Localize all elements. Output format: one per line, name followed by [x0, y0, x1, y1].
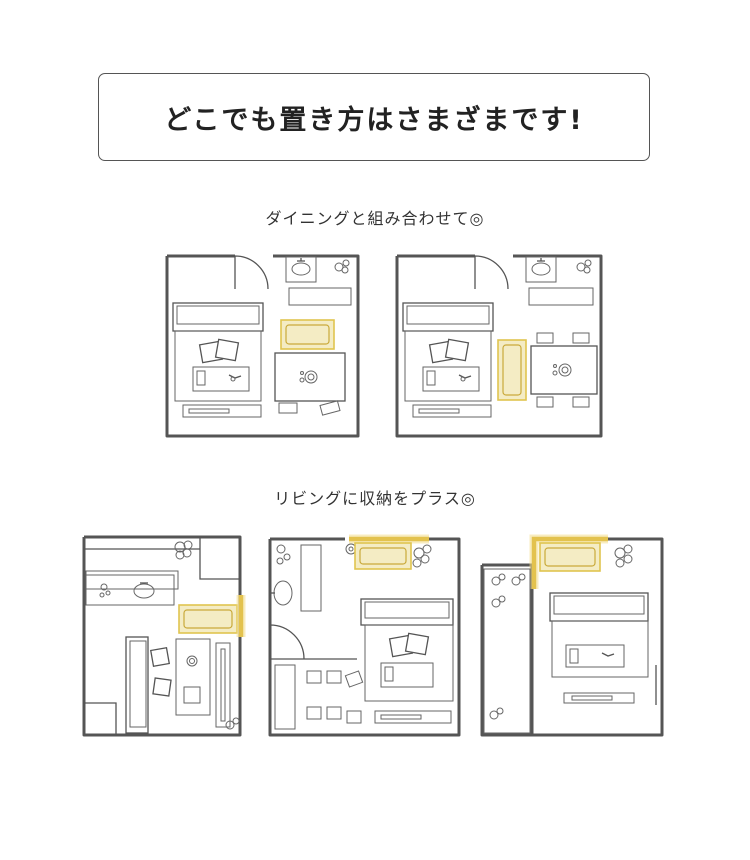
floor-plan-living-1: [82, 535, 246, 737]
rack-unit: [497, 339, 527, 401]
floor-plan-living-3: [480, 534, 664, 737]
rack-unit: [539, 542, 601, 572]
dining-table: [274, 352, 346, 402]
section-label-living: リビングに収納をプラス◎: [274, 489, 476, 508]
sofa: [125, 636, 149, 734]
floor-plan-dining-2: [395, 254, 603, 438]
dining-table: [530, 345, 598, 395]
section-label-dining: ダイニングと組み合わせて◎: [265, 209, 485, 228]
heading-box: どこでも置き方はさまざまです!: [98, 73, 650, 161]
rack-unit: [280, 319, 335, 350]
floor-plan-dining-1: [165, 254, 360, 438]
floor-plan-living-2: [268, 534, 461, 737]
rack-unit: [354, 542, 412, 570]
page-title: どこでも置き方はさまざまです!: [164, 104, 584, 136]
rack-unit: [178, 604, 238, 634]
